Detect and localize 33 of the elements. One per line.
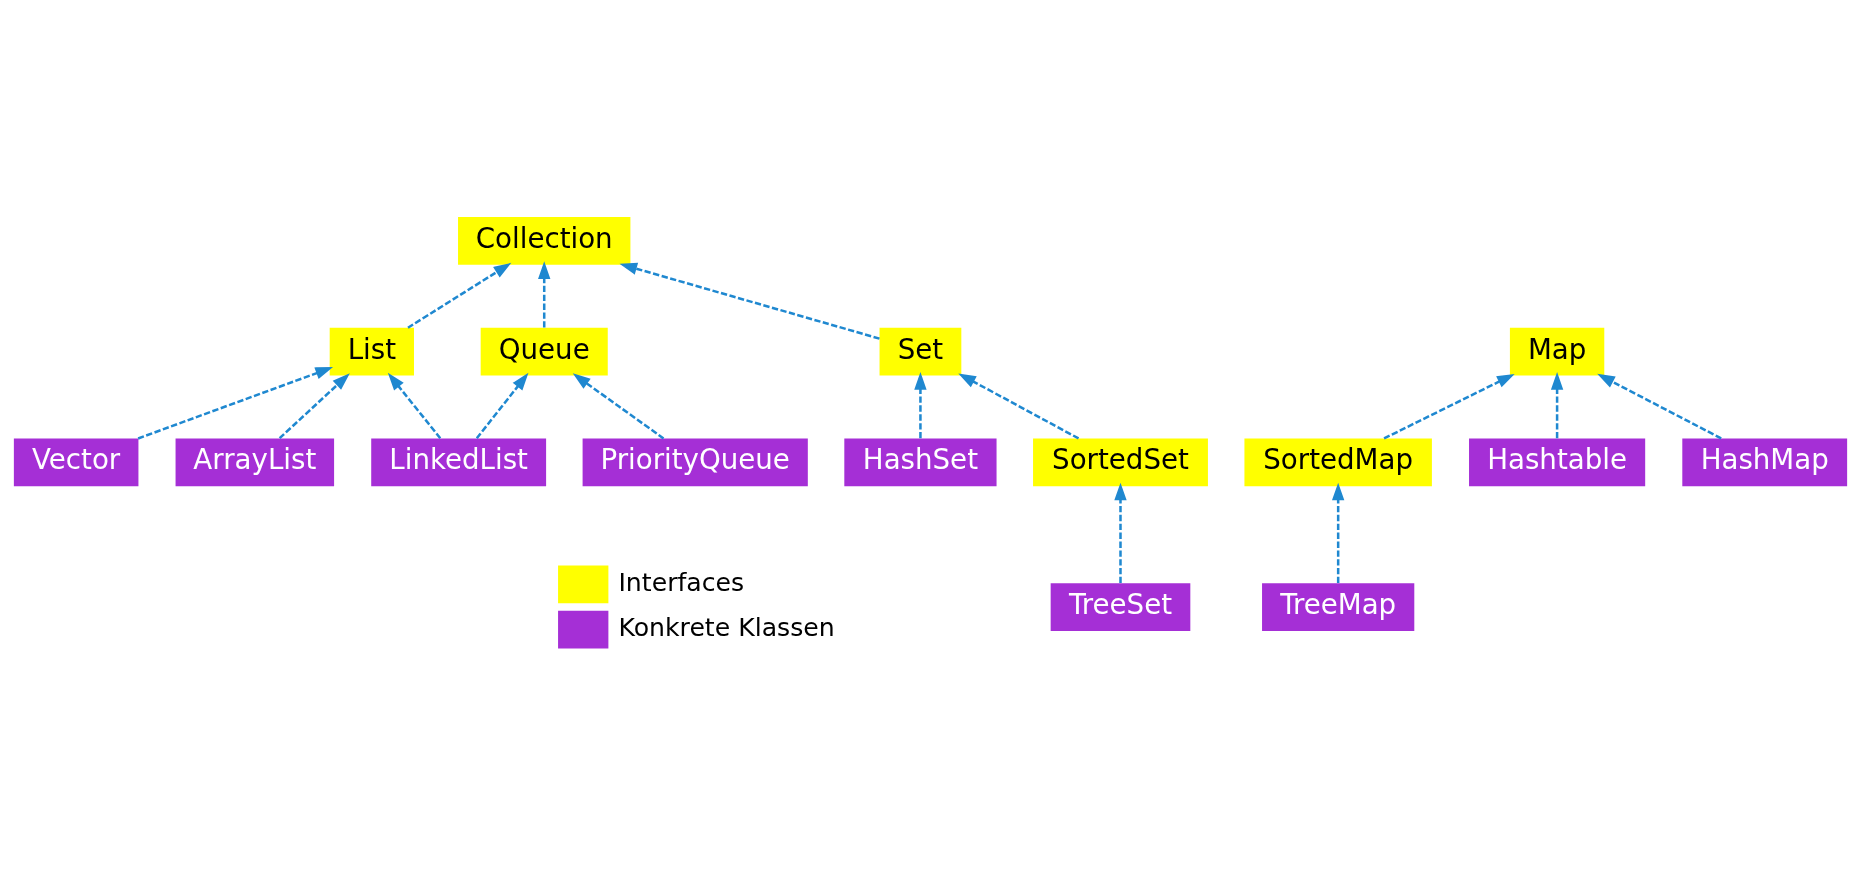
node-box: Vector [13, 438, 139, 487]
arrow [958, 373, 1080, 440]
node-box: SortedSet [1033, 438, 1208, 487]
node-box: ArrayList [175, 438, 335, 487]
arrow [1383, 373, 1515, 440]
node-box: Set [879, 327, 962, 376]
node-box: PriorityQueue [582, 438, 808, 487]
node-box: Map [1509, 327, 1605, 376]
arrow [1597, 373, 1722, 440]
node-box: Collection [458, 217, 631, 265]
legend-label: Konkrete Klassen [618, 613, 835, 643]
arrow [407, 262, 512, 329]
arrow [914, 372, 927, 439]
node-box: LinkedList [371, 438, 547, 487]
node-box: Queue [480, 327, 608, 376]
arrow [278, 373, 350, 440]
node-box: List [329, 327, 414, 376]
legend-label: Interfaces [618, 567, 745, 597]
node-box: TreeSet [1050, 583, 1191, 631]
node-box: HashSet [844, 438, 997, 487]
arrow [538, 261, 551, 328]
node-box: HashMap [1682, 438, 1848, 487]
arrow [387, 372, 442, 439]
arrow [1550, 372, 1564, 439]
arrow [619, 262, 880, 340]
arrow [137, 367, 334, 440]
arrow [1332, 482, 1345, 583]
node-box: SortedMap [1244, 438, 1432, 487]
arrow [1114, 482, 1127, 583]
node-box: Hashtable [1469, 438, 1646, 487]
arrow [572, 373, 665, 440]
arrow [475, 372, 529, 439]
node-box: TreeMap [1262, 583, 1415, 631]
